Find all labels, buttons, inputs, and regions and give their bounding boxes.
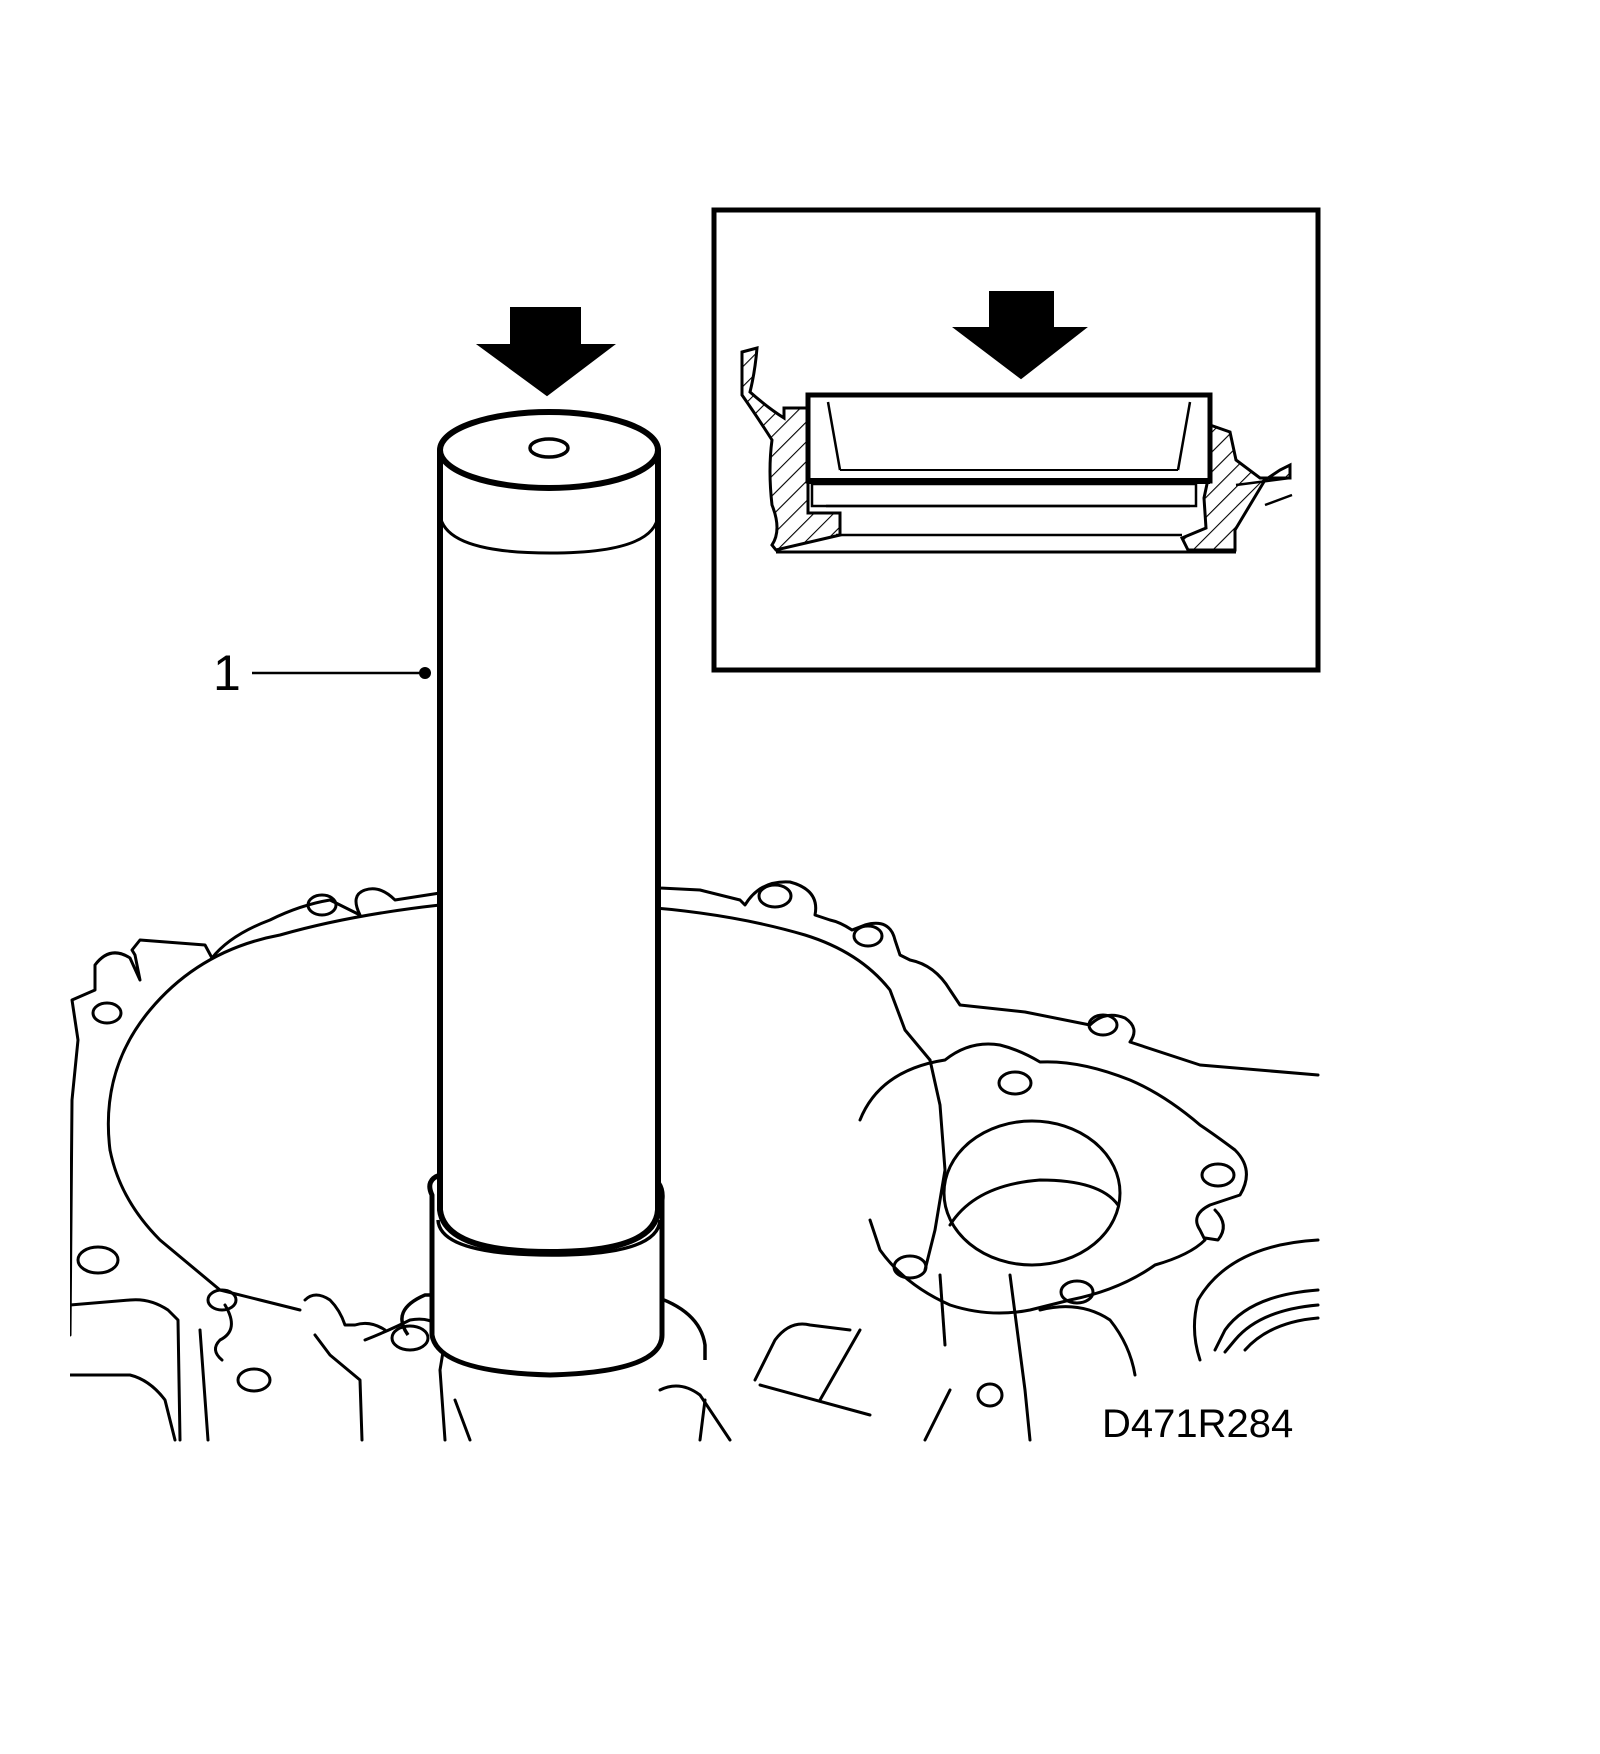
bolt-hole	[206, 1288, 238, 1312]
callout-label-1: 1	[213, 645, 241, 701]
bolt-hole	[76, 1245, 120, 1275]
bearing-bore	[942, 1119, 1122, 1267]
tool-center-hole	[528, 437, 570, 459]
housing-outer-flange	[70, 880, 1320, 1337]
seal-installer-tool	[400, 409, 707, 1378]
bolt-hole	[976, 1382, 1004, 1408]
bolt-hole	[236, 1367, 272, 1393]
bolt-hole	[1087, 1013, 1119, 1037]
bolt-hole	[757, 883, 793, 909]
inset-press-arrow-icon	[952, 291, 1088, 380]
inset-seal	[805, 392, 1213, 537]
bolt-hole	[390, 1324, 430, 1352]
callout-1: 1	[213, 645, 431, 701]
figure-code: D471R284	[1102, 1402, 1293, 1446]
bolt-hole	[852, 924, 884, 948]
bearing-boss	[858, 1042, 1248, 1315]
bolt-hole	[1200, 1162, 1236, 1188]
transmission-housing	[70, 880, 1320, 1442]
inset-housing-section	[740, 346, 842, 552]
tool-shaft	[437, 447, 661, 1255]
bolt-hole	[892, 1254, 928, 1280]
right-bore	[1193, 1238, 1320, 1362]
bolt-hole	[1059, 1279, 1095, 1305]
housing-gasket-line	[106, 903, 932, 1152]
press-direction-arrow-icon	[475, 307, 616, 397]
bolt-hole	[997, 1070, 1033, 1096]
bolt-hole	[306, 893, 338, 917]
inset-detail-panel	[711, 207, 1321, 673]
bolt-hole	[91, 1001, 123, 1025]
